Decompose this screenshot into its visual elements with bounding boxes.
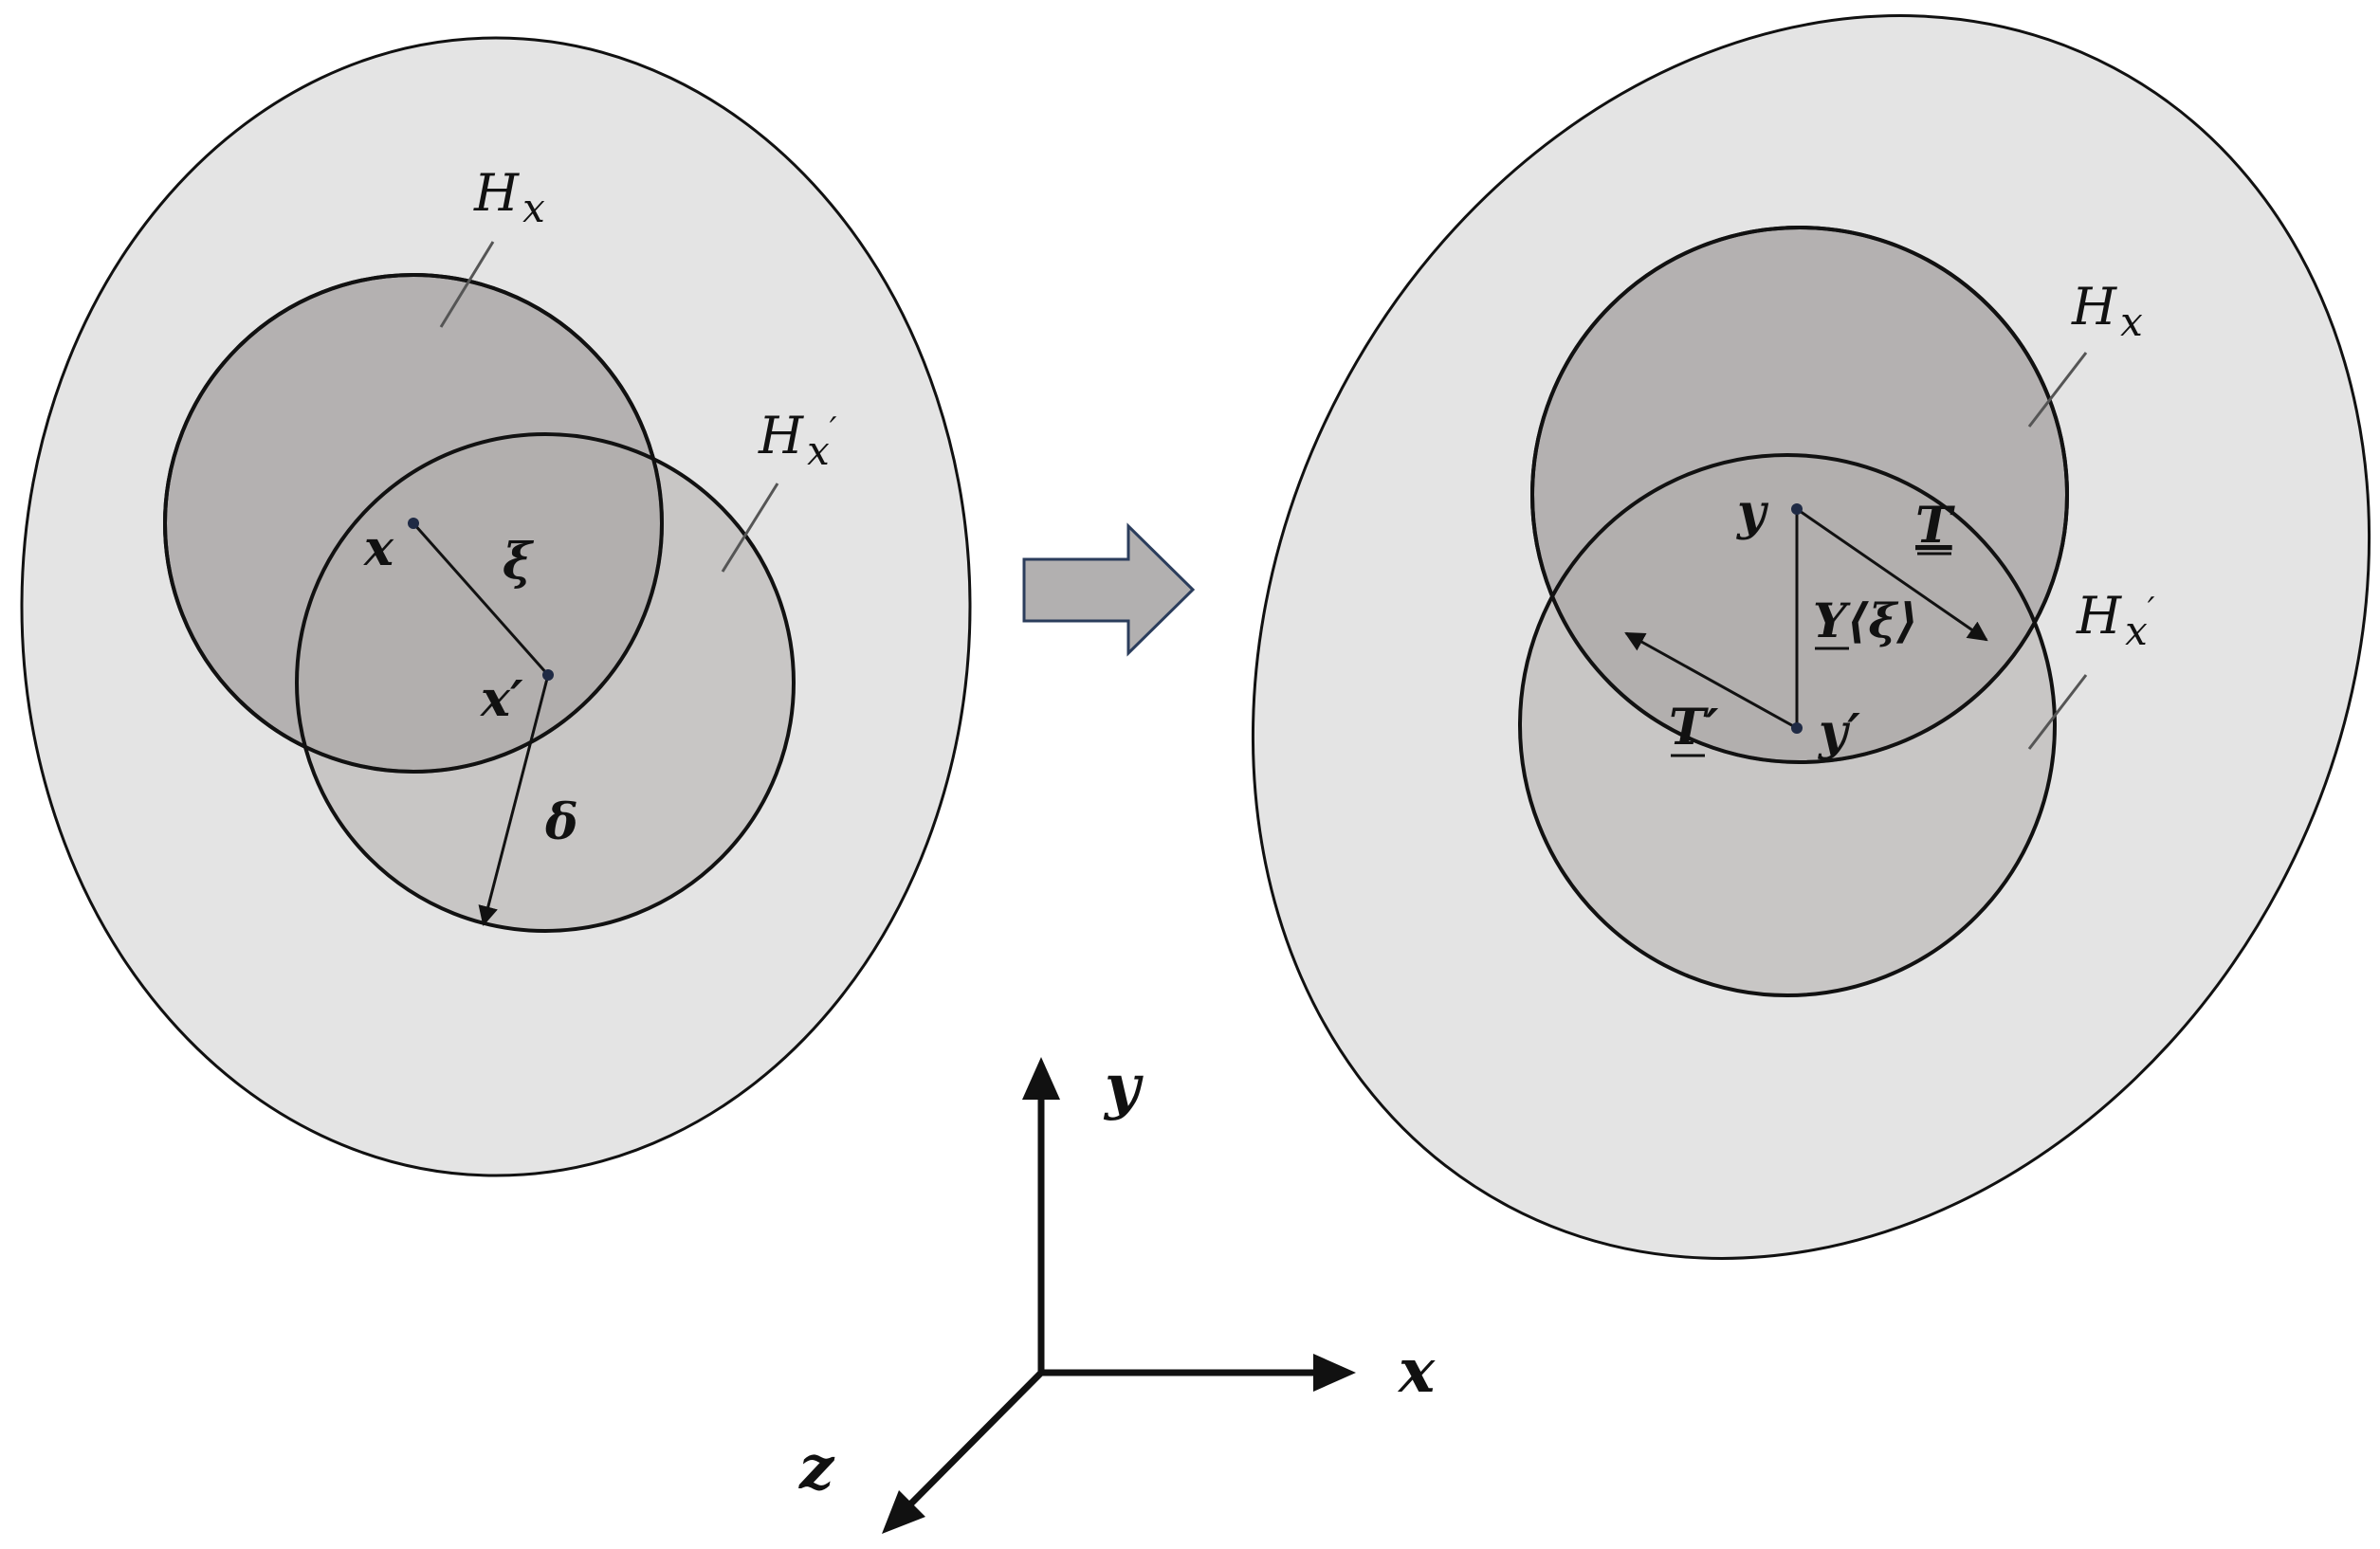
label-point-yprime: y′ bbox=[1818, 703, 1860, 761]
label-hx-right: Hx bbox=[2071, 277, 2143, 345]
coordinate-axes: y x z bbox=[798, 1051, 1436, 1534]
axis-label-z: z bbox=[798, 1432, 835, 1503]
axis-label-x: x bbox=[1397, 1336, 1436, 1407]
axis-z-arrowhead bbox=[882, 1490, 925, 1534]
label-hx-left: Hx bbox=[473, 163, 545, 231]
leader-hxp-right bbox=[2027, 674, 2088, 750]
leader-hx-right bbox=[2027, 352, 2088, 428]
axis-x-arrowhead bbox=[1313, 1354, 1356, 1392]
horizon-radius-arrow bbox=[478, 674, 550, 927]
point-x-marker bbox=[408, 518, 419, 529]
label-force-tprime: T′ bbox=[1669, 699, 1719, 756]
deformed-configuration: Hx Hx′ y T Y⟨ξ⟩ T′ y′ bbox=[1251, 14, 2371, 1260]
point-yprime-marker bbox=[1791, 722, 1803, 734]
reference-configuration: Hx Hx′ x ξ x′ δ bbox=[20, 36, 972, 1177]
leader-hx-left bbox=[439, 241, 495, 328]
horizon-yprime-right bbox=[1518, 453, 2057, 997]
axis-y-arrowhead bbox=[1022, 1057, 1060, 1100]
point-xprime-marker bbox=[542, 669, 554, 681]
label-deformation-state: Y⟨ξ⟩ bbox=[1813, 592, 1918, 648]
label-point-x: x bbox=[363, 519, 394, 577]
label-point-xprime: x′ bbox=[480, 670, 523, 728]
leader-hxp-left bbox=[721, 483, 779, 573]
point-y-marker bbox=[1791, 503, 1803, 515]
force-state-tprime-arrow bbox=[1624, 631, 1798, 730]
right-arrow-icon bbox=[1022, 522, 1196, 657]
label-hxp-left: Hx′ bbox=[758, 406, 837, 474]
horizon-y-right-outline bbox=[1530, 226, 2069, 764]
bond-xi-line bbox=[412, 522, 550, 676]
label-point-y: y bbox=[1736, 483, 1769, 541]
axis-label-y: y bbox=[1103, 1051, 1144, 1122]
label-hxp-right: Hx′ bbox=[2076, 586, 2155, 654]
label-bond-xi: ξ bbox=[503, 533, 535, 591]
label-horizon-delta: δ bbox=[544, 793, 578, 851]
force-state-t-arrow bbox=[1796, 507, 1988, 642]
axis-z-line bbox=[903, 1368, 1046, 1512]
label-force-t: T bbox=[1915, 497, 1955, 555]
horizon-x-left-outline bbox=[163, 273, 664, 774]
